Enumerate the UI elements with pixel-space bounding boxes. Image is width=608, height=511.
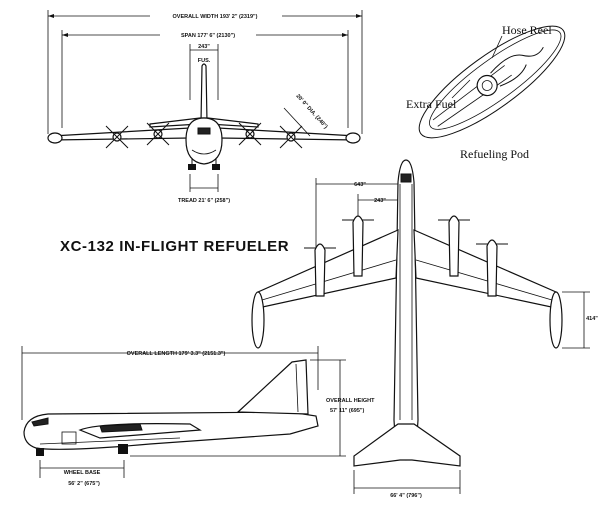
fuselage-width-label: 243" [198, 44, 210, 50]
hose-reel-leader [491, 35, 503, 59]
dim-643-label: 643" [354, 182, 366, 188]
overall-height-value: 57' 11" (695") [330, 408, 365, 414]
side-belly-line [39, 437, 181, 445]
front-prop-1 [105, 125, 129, 149]
front-chin-line [191, 149, 217, 155]
top-left-tip-pod [251, 291, 265, 349]
front-prop-4 [279, 125, 303, 149]
pod-body [418, 25, 566, 139]
top-fuselage [393, 159, 419, 461]
front-wheel-right [212, 164, 220, 170]
front-vertical-tail [200, 63, 208, 123]
prop-diameter-line [283, 107, 311, 137]
extra-fuel-leader [451, 79, 471, 99]
tail-span-label: 66' 4" (796") [390, 493, 422, 499]
side-door [61, 431, 77, 445]
top-right-tip-pod [549, 291, 563, 349]
side-main-wheel [118, 444, 128, 454]
side-vertical-tail [236, 359, 309, 415]
side-view: OVERALL LENGTH 179' 3.3" (2151.3") OVERA… [21, 346, 375, 487]
side-nose-wheel [36, 448, 44, 456]
top-right-wing [413, 229, 557, 309]
tread-label: TREAD 21' 6" (258") [178, 198, 230, 204]
top-fuselage-lines [399, 184, 413, 420]
drawing-title: XC-132 IN-FLIGHT REFUELER [60, 238, 289, 255]
top-view: 643" 243" [251, 159, 598, 499]
front-prop-2 [146, 122, 170, 146]
front-right-wingtip-pod [345, 132, 361, 144]
front-prop-3 [238, 122, 262, 146]
top-engine-4 [476, 239, 508, 297]
top-engine-2 [342, 215, 374, 277]
overall-length-label: OVERALL LENGTH 179' 3.3" (2151.3") [127, 351, 226, 357]
side-nacelle [99, 423, 143, 433]
side-rudder-line [295, 363, 299, 413]
extra-fuel-label: Extra Fuel [406, 97, 457, 111]
wheel-base-label: WHEEL BASE [64, 470, 101, 476]
top-wing-lines [261, 259, 553, 301]
hose-reel-label: Hose Reel [502, 23, 552, 37]
front-cockpit-window [197, 127, 211, 135]
wheel-base-value: 56' 2" (675") [68, 481, 100, 487]
top-cockpit [400, 173, 412, 183]
side-cockpit-window [31, 417, 49, 427]
refueling-pod-view: Hose Reel Extra Fuel Refueling Pod [406, 23, 566, 161]
top-engine-3 [438, 215, 470, 277]
top-horizontal-tail [353, 423, 461, 467]
top-engine-1 [304, 243, 336, 297]
front-view: OVERALL WIDTH 193' 2" (2319") SPAN 177' … [47, 10, 363, 204]
dim-414-label: 414" [586, 316, 598, 322]
dim-243-label: 243" [374, 198, 386, 204]
fuselage-label: FUS. [198, 58, 211, 64]
span-label: SPAN 177' 6" (2130") [181, 33, 235, 39]
front-fuselage [185, 117, 223, 165]
refueling-pod-caption: Refueling Pod [460, 147, 529, 161]
front-wheel-left [188, 164, 196, 170]
overall-width-label: OVERALL WIDTH 193' 2" (2319") [173, 14, 258, 20]
overall-height-label: OVERALL HEIGHT [326, 398, 375, 404]
front-left-wingtip-pod [47, 132, 63, 144]
